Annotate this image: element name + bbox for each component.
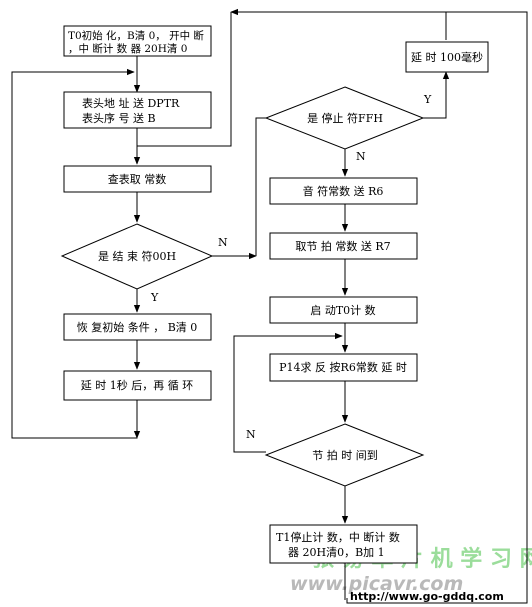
box-t1-stop: T1停止计 数，中 断计 数 器 20H清0，B加 1 <box>269 524 418 564</box>
box-p14: P14求 反 按R6常数 延 时 <box>269 353 418 382</box>
p14-label: P14求 反 按R6常数 延 时 <box>279 360 407 374</box>
is-stop-label: 是 停止 符FFH <box>307 111 383 125</box>
label-n-beat: N <box>246 428 256 441</box>
watermark: 张 易 单 片 机 学 习 网 www.picavr.com http://ww… <box>290 546 532 603</box>
table-addr-line2: 表头序 号 送 B <box>82 111 156 125</box>
restore-label: 恢 复初始 条件 ， B清 0 <box>77 320 198 334</box>
box-restore: 恢 复初始 条件 ， B清 0 <box>63 313 212 341</box>
box-delay-100ms: 延 时 100毫秒 <box>405 41 489 73</box>
loop-beat-no <box>233 332 343 453</box>
box-init: T0初始 化，B清 0， 开中 断 ，中 断计 数 器 20H清 0 <box>63 25 212 57</box>
lookup-label: 查表取 常数 <box>108 172 167 186</box>
label-n-end: N <box>218 236 228 249</box>
box-beat-const: 取节 拍 常数 送 R7 <box>269 232 418 260</box>
box-start-t0: 启 动T0计 数 <box>269 296 418 324</box>
box-note-const: 音 符常数 送 R6 <box>269 177 418 205</box>
init-line2: ，中 断计 数 器 20H清 0 <box>68 42 187 55</box>
edge-isstop-yes <box>423 71 450 119</box>
table-addr-line1: 表头地 址 送 DPTR <box>82 96 180 110</box>
beat-const-label: 取节 拍 常数 送 R7 <box>295 239 390 253</box>
connectors <box>11 8 528 604</box>
t1-stop-line2: 器 20H清0，B加 1 <box>288 546 385 559</box>
edge-right-up <box>255 117 266 256</box>
watermark-url: http://www.go-gddq.com <box>350 590 504 603</box>
loop-top-merge <box>137 12 232 147</box>
loop-return-top <box>230 8 528 604</box>
label-y-stop: Y <box>423 93 432 106</box>
start-t0-label: 启 动T0计 数 <box>310 304 375 317</box>
note-const-label: 音 符常数 送 R6 <box>303 184 384 198</box>
t1-stop-line1: T1停止计 数，中 断计 数 <box>276 530 400 544</box>
label-n-stop: N <box>356 150 366 163</box>
diamond-is-end: 是 结 束 符00H <box>60 223 214 290</box>
box-delay-1s: 延 时 1秒 后，再 循 环 <box>63 370 212 401</box>
init-line1: T0初始 化，B清 0， 开中 断 <box>68 29 204 42</box>
diamond-beat-up: 节 拍 时 间到 <box>264 423 425 487</box>
diamond-is-stop: 是 停止 符FFH <box>264 86 425 150</box>
box-lookup: 查表取 常数 <box>63 165 212 193</box>
watermark-picavr: www.picavr.com <box>290 573 463 595</box>
label-y-end: Y <box>150 291 159 304</box>
beat-up-label: 节 拍 时 间到 <box>312 448 378 462</box>
delay1s-label: 延 时 1秒 后，再 循 环 <box>81 378 193 392</box>
box-table-addr: 表头地 址 送 DPTR 表头序 号 送 B <box>63 91 212 129</box>
delay100-label: 延 时 100毫秒 <box>411 50 483 64</box>
is-end-label: 是 结 束 符00H <box>98 250 176 263</box>
